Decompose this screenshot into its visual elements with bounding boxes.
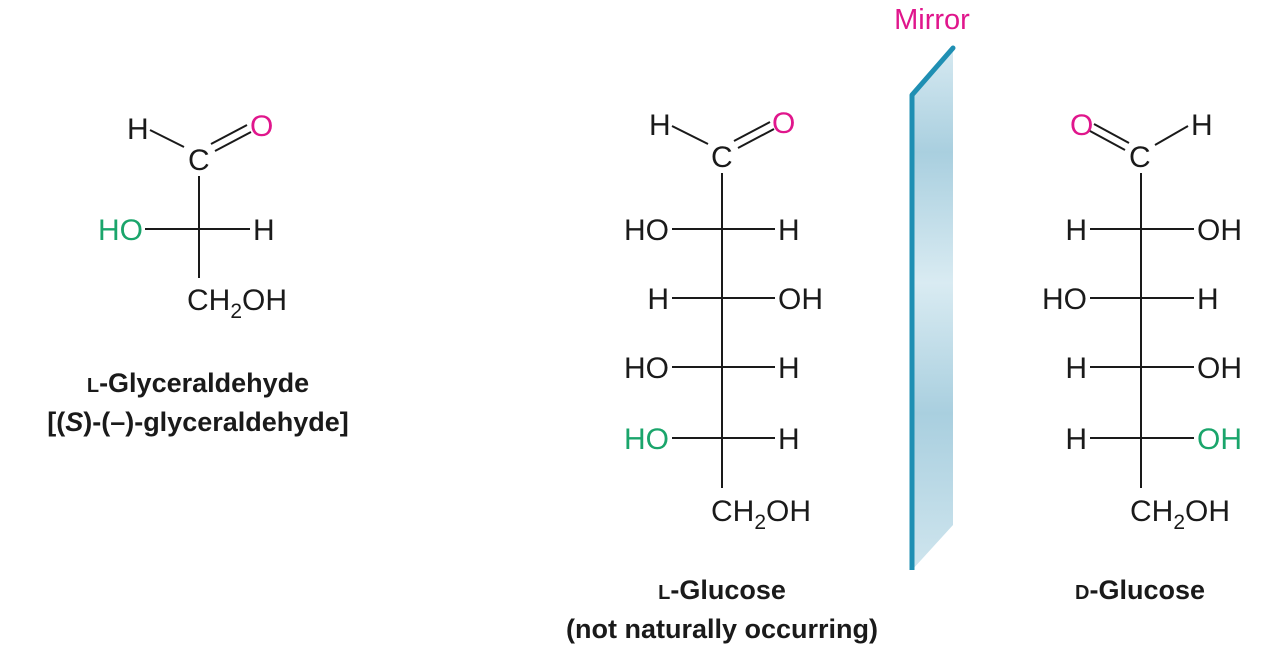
l-glucose-caption-note: (not naturally occurring) bbox=[566, 614, 878, 644]
l-glucose-caption: L-Glucose bbox=[658, 575, 786, 605]
glyceraldehyde-right-group: H bbox=[253, 214, 275, 247]
glyceraldehyde-caption-systematic: [(S)-(–)-glyceraldehyde] bbox=[47, 407, 349, 437]
d-glucose-row-1-right: OH bbox=[1197, 214, 1242, 247]
l-glucose-row-2: H OH bbox=[647, 283, 823, 316]
d-glucose-row-2: HO H bbox=[1042, 283, 1219, 316]
mirror-label: Mirror bbox=[894, 4, 970, 36]
l-glucose-row-3-right: H bbox=[778, 352, 800, 385]
l-glucose-structure: H C O HO H H OH HO H HO H CH2OH bbox=[624, 107, 823, 534]
d-glucose-row-3-left: H bbox=[1065, 352, 1087, 385]
glyceraldehyde-caption2-s: S bbox=[65, 407, 83, 437]
d-glucose-row-4-left: H bbox=[1065, 423, 1087, 456]
l-glucose-caption-prefix: L bbox=[658, 582, 670, 604]
d-glucose-aldehyde-h: H bbox=[1191, 109, 1213, 142]
l-glucose-bottom-ch: CH bbox=[711, 495, 754, 528]
l-glucose-caption-name: -Glucose bbox=[670, 575, 786, 605]
d-glucose-c-h-bond bbox=[1154, 125, 1189, 146]
d-glucose-row-2-right: H bbox=[1197, 283, 1219, 316]
d-glucose-aldehyde-c: C bbox=[1129, 141, 1151, 174]
d-glucose-row-1: H OH bbox=[1065, 214, 1242, 247]
glyceraldehyde-caption-name: -Glyceraldehyde bbox=[99, 368, 309, 398]
d-glucose-row-2-left: HO bbox=[1042, 283, 1087, 316]
d-glucose-bottom-group: CH2OH bbox=[1130, 495, 1230, 534]
l-glucose-row-2-right: OH bbox=[778, 283, 823, 316]
mirror bbox=[909, 45, 956, 570]
l-glucose-aldehyde-h: H bbox=[649, 109, 671, 142]
glyceraldehyde-bottom-ch: CH bbox=[187, 284, 230, 317]
glyceraldehyde-caption: L-Glyceraldehyde bbox=[87, 368, 309, 398]
glyceraldehyde-bottom-sub: 2 bbox=[230, 300, 242, 323]
d-glucose-row-1-left: H bbox=[1065, 214, 1087, 247]
l-glucose-row-2-left: H bbox=[647, 283, 669, 316]
l-glucose-bottom-sub: 2 bbox=[754, 511, 766, 534]
d-glucose-row-4-right: OH bbox=[1197, 423, 1242, 456]
glyceraldehyde-caption-prefix: L bbox=[87, 375, 99, 397]
l-glucose-bottom-oh: OH bbox=[766, 495, 811, 528]
l-glucose-row-1-right: H bbox=[778, 214, 800, 247]
glyceraldehyde-aldehyde-h: H bbox=[127, 113, 149, 146]
glyceraldehyde-double-bond-1 bbox=[210, 124, 248, 145]
d-glucose-caption-name: -Glucose bbox=[1089, 575, 1205, 605]
glyceraldehyde-left-group: HO bbox=[98, 214, 143, 247]
d-glucose-caption-prefix: D bbox=[1075, 582, 1089, 604]
glyceraldehyde-caption2-open: [( bbox=[47, 407, 65, 437]
l-glucose-row-1-left: HO bbox=[624, 214, 669, 247]
d-glucose-bottom-oh: OH bbox=[1185, 495, 1230, 528]
l-glucose-row-3-left: HO bbox=[624, 352, 669, 385]
glyceraldehyde-caption2-rest: )-(–)-glyceraldehyde] bbox=[83, 407, 349, 437]
l-glucose-aldehyde-o: O bbox=[772, 107, 795, 140]
d-glucose-row-3: H OH bbox=[1065, 352, 1242, 385]
l-glucose-row-1: HO H bbox=[624, 214, 800, 247]
l-glucose-row-4-right: H bbox=[778, 423, 800, 456]
l-glucose-h-c-bond bbox=[671, 125, 709, 145]
glyceraldehyde-aldehyde-c: C bbox=[188, 144, 210, 177]
d-glucose-aldehyde-o: O bbox=[1070, 109, 1093, 142]
l-glucose-row-4: HO H bbox=[624, 423, 800, 456]
d-glucose-double-bond-2 bbox=[1089, 130, 1126, 151]
l-glucose-bottom-group: CH2OH bbox=[711, 495, 811, 534]
d-glucose-double-bond-1 bbox=[1093, 123, 1130, 144]
glyceraldehyde-bottom-group: CH2OH bbox=[187, 284, 287, 323]
l-glucose-double-bond-2 bbox=[737, 128, 775, 149]
d-glucose-row-4: H OH bbox=[1065, 423, 1242, 456]
d-glucose-caption: D-Glucose bbox=[1075, 575, 1205, 605]
l-glucose-aldehyde-c: C bbox=[711, 141, 733, 174]
l-glucose-row-3: HO H bbox=[624, 352, 800, 385]
l-glucose-double-bond-1 bbox=[733, 121, 771, 142]
mirror-glass bbox=[912, 48, 953, 570]
glyceraldehyde-aldehyde-o: O bbox=[250, 110, 273, 143]
d-glucose-bottom-ch: CH bbox=[1130, 495, 1173, 528]
glyceraldehyde-double-bond-2 bbox=[214, 131, 252, 152]
glyceraldehyde-bottom-oh: OH bbox=[242, 284, 287, 317]
d-glucose-row-3-right: OH bbox=[1197, 352, 1242, 385]
d-glucose-structure: O C H H OH HO H H OH H OH CH2OH bbox=[1042, 109, 1242, 534]
d-glucose-bottom-sub: 2 bbox=[1173, 511, 1185, 534]
l-glyceraldehyde-structure: H C O HO H CH2OH bbox=[98, 110, 287, 323]
l-glucose-row-4-left: HO bbox=[624, 423, 669, 456]
glyceraldehyde-h-c-bond bbox=[149, 129, 185, 148]
mirror-top-edge bbox=[909, 45, 956, 98]
